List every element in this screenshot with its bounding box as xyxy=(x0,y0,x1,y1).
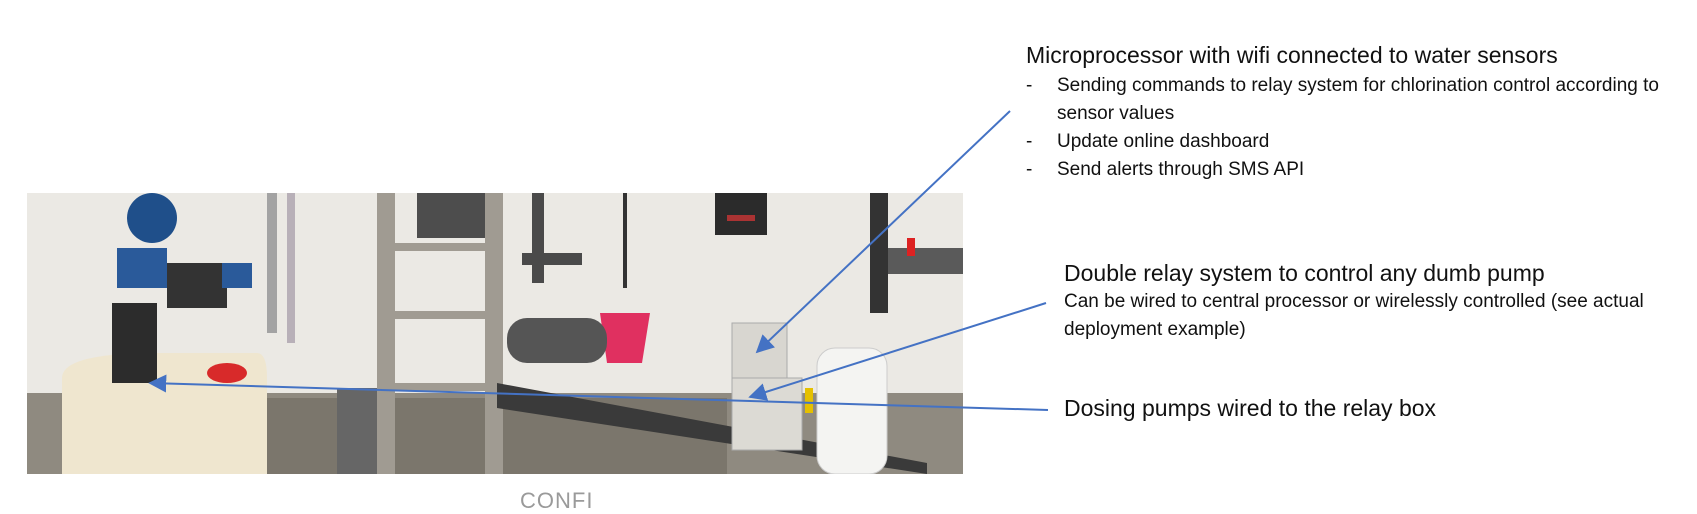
relay-annotation: Double relay system to control any dumb … xyxy=(1064,259,1664,344)
relay-heading: Double relay system to control any dumb … xyxy=(1064,260,1545,286)
pumps-heading: Dosing pumps wired to the relay box xyxy=(1064,395,1437,421)
relay-description: Can be wired to central processor or wir… xyxy=(1064,291,1644,340)
microprocessor-heading: Microprocessor with wifi connected to wa… xyxy=(1026,42,1558,68)
installation-photo xyxy=(27,193,963,474)
microprocessor-annotation: Microprocessor with wifi connected to wa… xyxy=(1026,41,1666,184)
pumps-annotation: Dosing pumps wired to the relay box xyxy=(1064,394,1664,423)
microprocessor-bullet: Send alerts through SMS API xyxy=(1026,156,1666,184)
microprocessor-bullet: Update online dashboard xyxy=(1026,128,1666,156)
confidential-watermark: CONFI xyxy=(520,488,594,513)
microprocessor-bullet: Sending commands to relay system for chl… xyxy=(1026,72,1666,128)
microprocessor-bullet-list: Sending commands to relay system for chl… xyxy=(1026,72,1666,184)
